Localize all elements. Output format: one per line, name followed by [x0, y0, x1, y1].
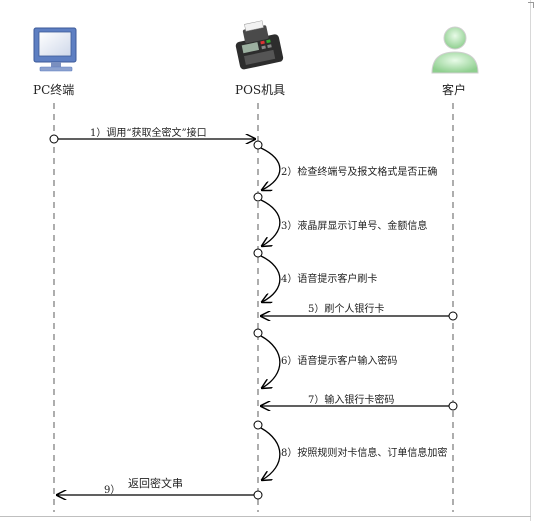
- message-3-label: 3）液晶屏显示订单号、金额信息: [281, 221, 428, 232]
- message-4-label: 4）语音提示客户刷卡: [281, 274, 378, 285]
- message-2-label: 2）检查终端号及报文格式是否正确: [281, 167, 438, 178]
- message-9-label: 返回密文串: [128, 477, 183, 490]
- message-2-self-loop: [253, 140, 281, 190]
- message-6-self-loop: [253, 328, 281, 388]
- message-5-arrow: [261, 312, 458, 320]
- message-3-self-loop: [253, 192, 281, 246]
- message-8-label: 8）按照规则对卡信息、订单信息加密: [281, 448, 448, 459]
- message-7-arrow: [261, 402, 458, 410]
- message-8-self-loop: [253, 420, 281, 480]
- message-4-self-loop: [253, 248, 281, 302]
- actor-label-pc: PC终端: [33, 83, 75, 97]
- frame-border-right: [530, 0, 531, 521]
- message-5-label: 5）刷个人银行卡: [308, 304, 385, 315]
- message-7-label: 7）输入银行卡密码: [308, 395, 395, 406]
- actor-label-customer: 客户: [442, 83, 467, 97]
- message-6-label: 6）语音提示客户输入密码: [281, 356, 398, 367]
- actor-label-pos: POS机具: [235, 83, 286, 97]
- frame-border-bottom: [0, 516, 531, 517]
- message-1-label: 1）调用“获取全密文”接口: [90, 128, 207, 139]
- user-icon: [431, 26, 479, 74]
- message-9-arrow: [57, 491, 263, 499]
- message-1-arrow: [49, 135, 255, 143]
- pos-terminal-icon: [235, 20, 284, 70]
- monitor-icon: [33, 27, 77, 72]
- message-9-number: 9）: [104, 485, 121, 496]
